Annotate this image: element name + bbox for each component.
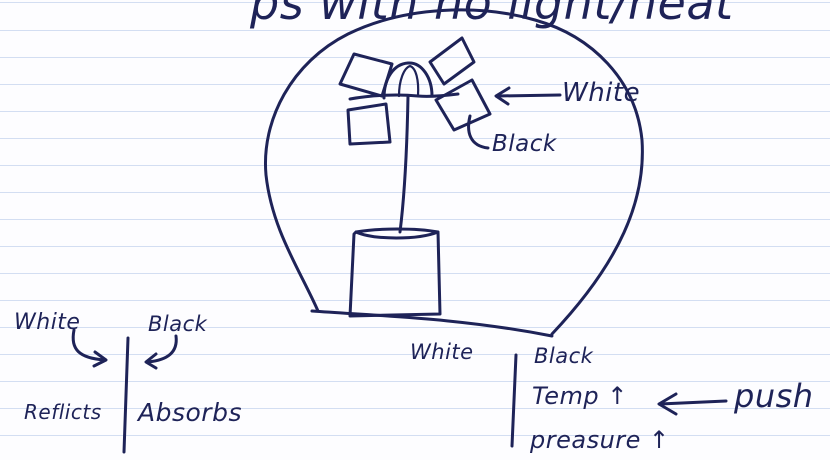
left-table-divider [124,338,128,452]
left-col-white-header: White [14,312,80,334]
arrow-white-line [497,95,560,96]
black-absorbs-text: Absorbs [138,400,242,425]
vane-top-left [340,54,392,96]
push-label: push [734,380,814,412]
rotor-hub-inner [399,66,418,96]
left-col-black-header: Black [148,314,207,335]
stand-pot [350,229,440,316]
right-table-divider [512,355,516,446]
spindle [400,96,408,232]
white-vane-label: White [562,80,640,106]
vane-bottom-right [436,80,490,130]
push-arrow-line [660,401,726,404]
temp-up-text: Temp ↑ [532,384,628,408]
white-reflects-text: Reflicts [24,402,102,422]
glass-bulb [265,10,642,334]
black-vane-label: Black [492,133,557,156]
pressure-up-text: preasure ↑ [530,428,670,452]
right-col-black-header: Black [534,346,593,367]
vane-top-right [430,38,474,84]
stand-pot-rim [356,232,438,238]
vane-bottom-left [348,104,390,144]
right-col-white-header: White [410,342,474,363]
